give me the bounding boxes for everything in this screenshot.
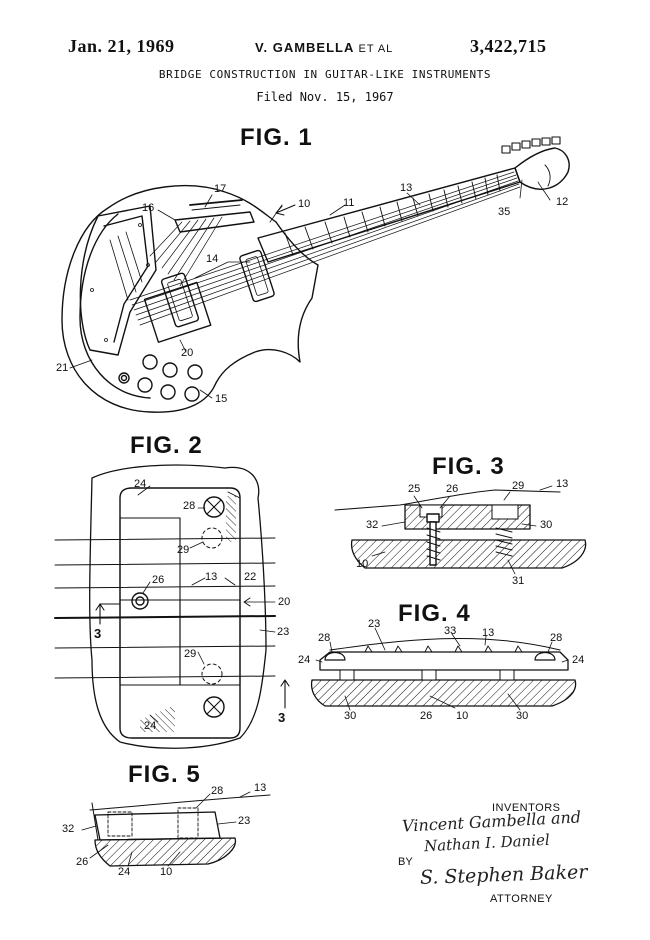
ref-numeral: 28: [183, 500, 195, 512]
tuning-pegs: [502, 137, 560, 153]
ref-numeral: 23: [368, 618, 380, 630]
ref-numeral: 24: [298, 654, 310, 666]
ref-numeral: 24: [572, 654, 584, 666]
section-arrow-label: 3: [278, 710, 285, 725]
ref-numeral: 33: [444, 625, 456, 637]
fig5-label: FIG. 5: [128, 761, 201, 789]
ref-numeral: 10: [298, 198, 310, 210]
ref-numeral: 20: [278, 596, 290, 608]
fig3-label: FIG. 3: [432, 453, 505, 481]
ref-numeral: 10: [456, 710, 468, 722]
ref-numeral: 10: [160, 866, 172, 878]
ref-numeral: 35: [498, 206, 510, 218]
ref-numeral: 30: [540, 519, 552, 531]
fig2-label: FIG. 2: [130, 432, 203, 460]
fig4-label: FIG. 4: [398, 600, 471, 628]
fig2-bridge-plan: [55, 465, 289, 748]
ref-numeral: 13: [556, 478, 568, 490]
ref-numeral: 10: [356, 558, 368, 570]
pickguard: [80, 206, 156, 355]
ref-numeral: 20: [181, 347, 193, 359]
ref-numeral: 28: [211, 785, 223, 797]
section-arrow-label: 3: [94, 626, 101, 641]
ref-numeral: 32: [62, 823, 74, 835]
fig1-label: FIG. 1: [240, 124, 313, 152]
attorney-label: ATTORNEY: [490, 893, 553, 905]
ref-numeral: 17: [214, 183, 226, 195]
ref-numeral: 29: [184, 648, 196, 660]
ref-numeral: 23: [277, 626, 289, 638]
ref-numeral: 26: [446, 483, 458, 495]
ref-numeral: 30: [516, 710, 528, 722]
ref-numeral: 13: [400, 182, 412, 194]
ref-numeral: 11: [343, 197, 354, 209]
ref-numeral: 30: [344, 710, 356, 722]
ref-numeral: 13: [254, 782, 266, 794]
ref-numeral: 25: [408, 483, 420, 495]
ref-numeral: 22: [244, 571, 256, 583]
ref-numeral: 12: [556, 196, 568, 208]
ref-numeral: 26: [420, 710, 432, 722]
ref-numeral: 23: [238, 815, 250, 827]
headstock: [515, 148, 569, 189]
ref-numeral: 24: [144, 720, 156, 732]
guitar-body: [62, 186, 318, 413]
ref-numeral: 26: [152, 574, 164, 586]
ref-numeral: 13: [205, 571, 217, 583]
ref-numeral: 24: [134, 478, 146, 490]
ref-numeral: 15: [215, 393, 227, 405]
fig4-bridge-side: [312, 628, 576, 710]
ref-numeral: 13: [482, 627, 494, 639]
by-label: BY: [398, 856, 413, 868]
ref-numeral: 24: [118, 866, 130, 878]
bridge-20: [145, 282, 211, 342]
ref-numeral: 26: [76, 856, 88, 868]
fig5-bridge-detail: [82, 792, 270, 866]
strings: [130, 172, 520, 325]
ref-numeral: 32: [366, 519, 378, 531]
ref-numeral: 31: [512, 575, 524, 587]
ref-numeral: 28: [318, 632, 330, 644]
ref-numeral: 29: [177, 544, 189, 556]
ref-numeral: 14: [206, 253, 218, 265]
fig1-guitar-drawing: [62, 137, 569, 412]
ref-numeral: 21: [56, 362, 68, 374]
ref-numeral: 29: [512, 480, 524, 492]
ref-numeral: 28: [550, 632, 562, 644]
ref-numeral: 16: [142, 202, 154, 214]
